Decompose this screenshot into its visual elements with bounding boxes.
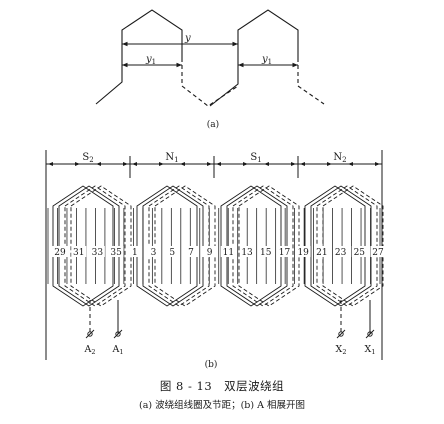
coil-two-dashed [297,58,325,105]
slot-number-bg [220,246,236,257]
coil-hexagon [148,185,210,307]
terminal-a2-dot [87,331,93,337]
slot-number: 23 [335,248,347,258]
figure-title: 图 8 - 13 双层波绕组 [159,379,285,393]
slot-number: 27 [372,248,384,258]
terminal-label-a1: A1 [111,344,123,356]
slot-number: 19 [297,248,309,258]
coil-hexagon [64,185,126,307]
terminal-label-a2: A2 [83,344,95,356]
slot-number: 5 [169,248,175,258]
slot-number-bg [108,246,124,257]
slot-number-bg [164,246,180,257]
slot-number: 9 [207,248,213,258]
coil-hexagon [142,185,204,307]
panel-a-wave-coil [95,9,325,107]
terminal-label-x2: X2 [336,344,347,356]
panel-b-label: (b) [205,359,218,370]
figure-subtitle: (a) 波绕组线圈及节距；(b) A 相展开图 [139,400,305,411]
slot-number-bg [314,246,330,257]
slot-number-bg [89,246,105,257]
slot-number-bg [333,246,349,257]
terminal-a1-dot [115,331,121,337]
pole-label-1: S2 [82,152,93,164]
coil-one-dashed [181,58,239,107]
slot-number-bg [370,246,386,257]
pole-label-4: N2 [333,152,346,164]
pitch-y1-left-label: y1 [145,54,156,66]
pole-label-2: N1 [165,152,178,164]
slot-number-bg [239,246,255,257]
terminal-x1-dot [367,331,373,337]
slot-number: 7 [188,248,194,258]
coil-hexagon [304,185,366,307]
slot-number-bg [71,246,87,257]
pitch-y-label: y [184,33,191,44]
slot-number: 17 [279,248,291,258]
slot-number-bg [52,246,68,257]
winding-hexagons [52,185,384,307]
coil-hexagon [52,185,114,307]
slot-number: 31 [73,248,84,258]
terminal-x2-dot [338,331,344,337]
coil-one-solid [95,9,183,105]
slot-number: 29 [54,248,66,258]
coil-hexagon [226,185,288,307]
slot-number-bg [146,246,162,257]
slot-number: 25 [354,248,366,258]
coil-hexagon [154,185,216,307]
slot-number-bg [351,246,367,257]
panel-a-label: (a) [207,119,219,130]
slot-number-bg [276,246,292,257]
terminal-label-x1: X1 [365,344,376,356]
pole-label-3: S1 [250,152,261,164]
coil-hexagon [316,185,378,307]
slot-conductors [47,208,381,284]
slot-number: 1 [132,248,138,258]
coil-hexagon [220,185,282,307]
slot-number-bg [258,246,274,257]
coil-hexagon [232,185,294,307]
coil-two-solid [209,9,299,107]
coil-hexagon [58,185,120,307]
pole-labels: S2 N1 S1 N2 [82,152,346,164]
coil-hexagon [322,185,384,307]
coil-hexagon [70,185,132,307]
slot-number: 21 [316,248,327,258]
coil-hexagon [136,185,198,307]
slot-number: 13 [241,248,253,258]
slot-number-bg [127,246,143,257]
coil-hexagon [238,185,300,307]
terminal-leads [85,300,375,339]
pitch-y1-right-label: y1 [261,54,272,66]
slot-number: 15 [260,248,272,258]
slot-number: 35 [110,248,122,258]
slot-number-bg [202,246,218,257]
slot-number: 33 [92,248,104,258]
slot-number: 11 [223,248,234,258]
coil-hexagon [310,185,372,307]
slot-number: 3 [151,248,157,258]
slot-number-bg [183,246,199,257]
slot-number-bg [295,246,311,257]
terminal-labels: A2 A1 X2 X1 [83,344,375,356]
